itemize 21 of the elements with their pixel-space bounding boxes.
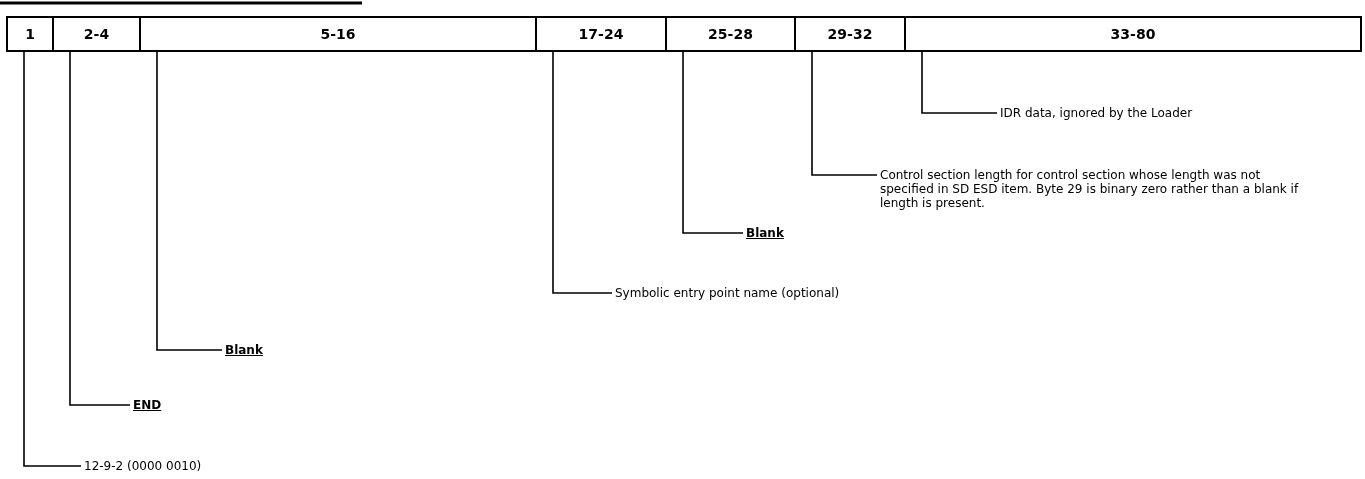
card-field: 29-32 — [794, 16, 906, 52]
card-field: 5-16 — [139, 16, 537, 52]
leader-line — [682, 51, 744, 234]
field-description: Control section length for control section whose length was not specified in SD ESD item. Byte 29 is binary zero rather than a blank if length is present. — [880, 168, 1310, 210]
field-description: 12-9-2 (0000 0010) — [84, 459, 202, 473]
field-description: IDR data, ignored by the Loader — [1000, 106, 1193, 120]
leader-line — [23, 51, 82, 467]
card-field: 17-24 — [535, 16, 667, 52]
card-field: 25-28 — [665, 16, 796, 52]
leader-line — [69, 51, 131, 406]
leader-line — [156, 51, 223, 351]
field-description: Blank — [746, 226, 784, 240]
card-field: 1 — [6, 16, 54, 52]
field-description: END — [133, 398, 162, 412]
field-description: Blank — [225, 343, 263, 357]
field-description: Symbolic entry point name (optional) — [615, 286, 840, 300]
card-field: 33-80 — [904, 16, 1362, 52]
card-field: 2-4 — [52, 16, 141, 52]
leader-line — [552, 51, 613, 294]
leader-line — [921, 51, 998, 114]
leader-line — [811, 51, 878, 176]
